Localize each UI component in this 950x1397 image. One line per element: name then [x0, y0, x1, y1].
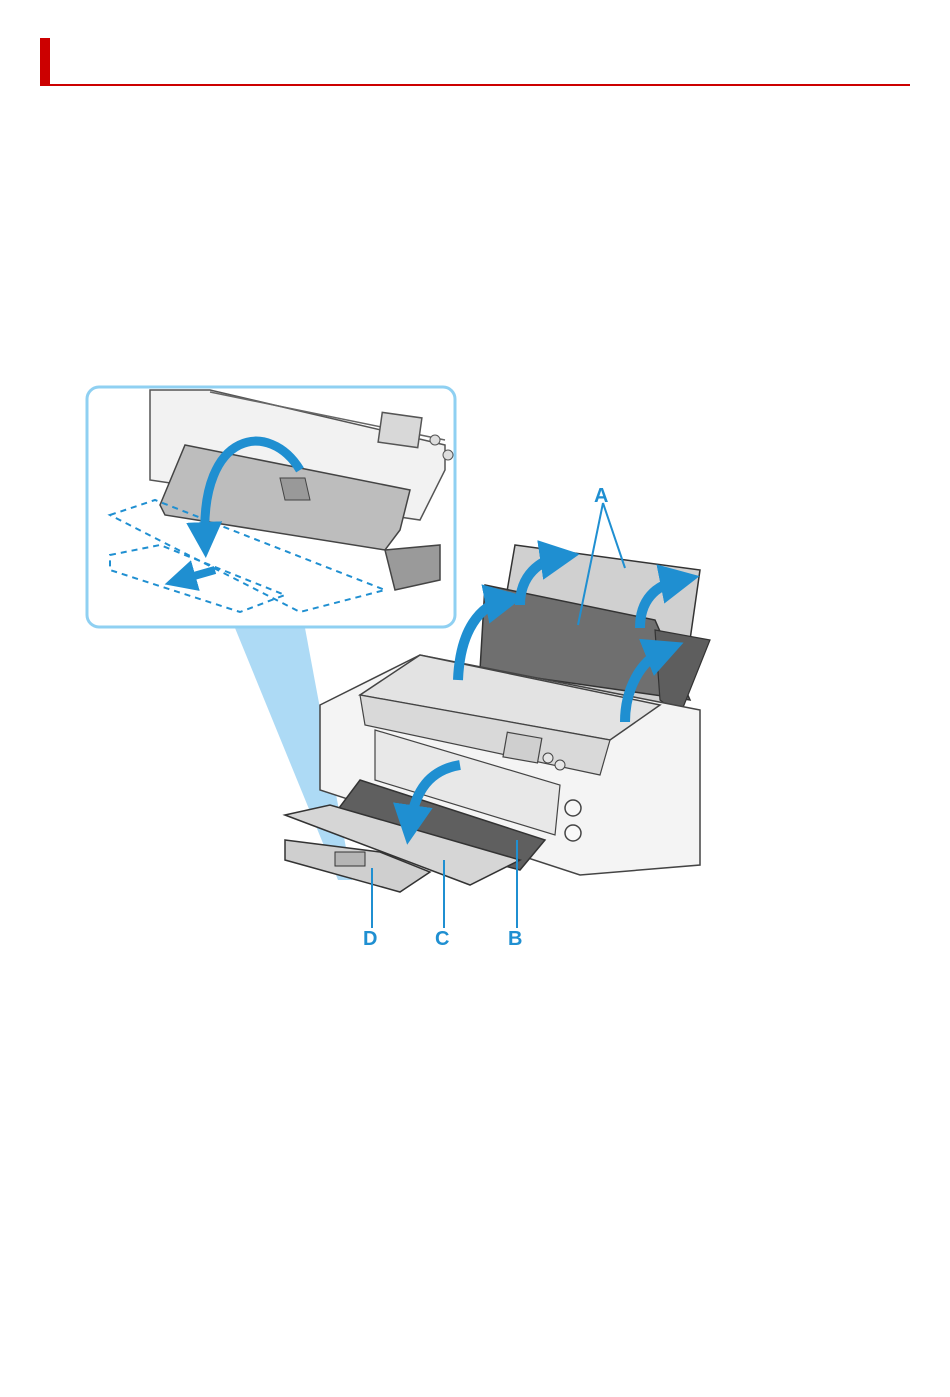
- callout-label-c: C: [435, 928, 449, 950]
- callout-label-d: D: [363, 928, 377, 950]
- inset-detail-panel: [87, 387, 455, 627]
- callout-label-b: B: [508, 928, 522, 950]
- callout-label-a: A: [594, 485, 608, 507]
